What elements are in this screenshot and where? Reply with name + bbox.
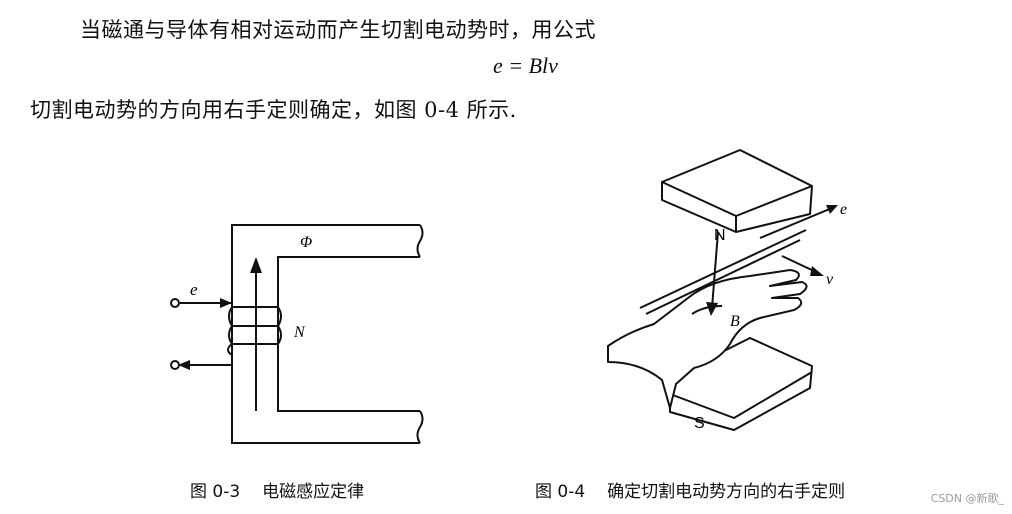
velocity-arrow-icon <box>810 266 824 276</box>
text-line-2: 切割电动势的方向用右手定则确定，如图 0-4 所示. <box>30 98 517 122</box>
emf-label: e <box>190 280 198 299</box>
emf-arrow-head <box>220 298 232 308</box>
field-arrow-icon <box>706 302 718 316</box>
caption-figure-0-3: 图 0-3 电磁感应定律 <box>190 477 364 502</box>
caption-title: 确定切割电动势方向的右手定则 <box>607 482 846 502</box>
figure-0-3: Φ e N <box>160 215 450 455</box>
terminal-bottom-icon <box>170 360 180 370</box>
turns-label: N <box>293 324 306 341</box>
field-label: B <box>730 313 740 330</box>
south-label: S <box>694 415 705 432</box>
right-hand-rule-diagram: N S B e v <box>607 149 847 432</box>
north-label: N <box>714 227 726 244</box>
text-line-1: 当磁通与导体有相对运动而产生切割电动势时，用公式 <box>80 18 596 42</box>
caption-figure-0-4: 图 0-4 确定切割电动势方向的右手定则 <box>535 477 845 502</box>
watermark: CSDN @新歌_ <box>930 492 1004 505</box>
caption-number: 图 0-4 <box>535 482 586 502</box>
figure-0-4: N S B e v <box>600 148 860 448</box>
magnetic-core-diagram: Φ e N <box>170 224 424 444</box>
emf-arrow-icon <box>826 205 838 214</box>
terminal-top-icon <box>170 298 180 308</box>
emf-label: e <box>840 201 847 218</box>
flux-arrow-head <box>250 257 262 273</box>
flux-label: Φ <box>300 234 312 251</box>
caption-title: 电磁感应定律 <box>262 482 365 502</box>
velocity-label: v <box>826 271 834 288</box>
caption-number: 图 0-3 <box>190 482 241 502</box>
return-arrow-head <box>178 360 190 370</box>
formula: e = Blv <box>493 53 558 78</box>
